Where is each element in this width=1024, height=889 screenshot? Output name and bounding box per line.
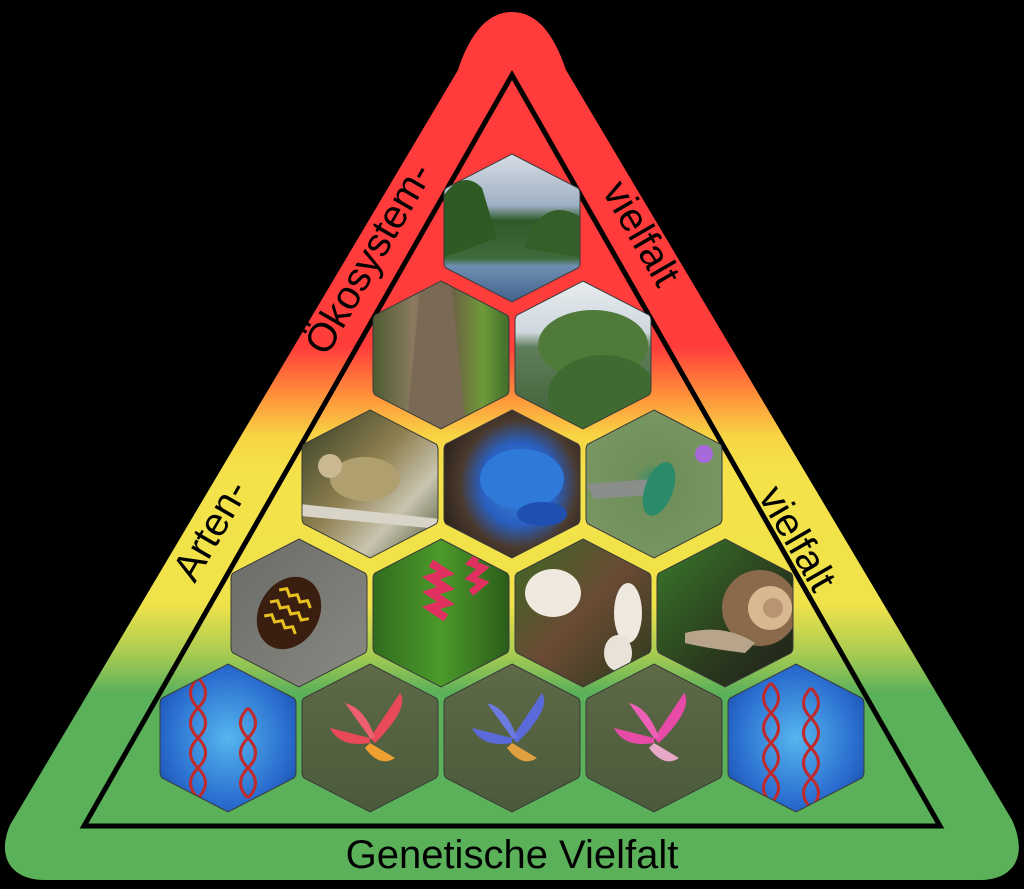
hex-river bbox=[443, 153, 581, 303]
hex-beetle bbox=[230, 538, 368, 688]
hex-frog bbox=[443, 409, 581, 559]
hex-dna-right bbox=[727, 663, 865, 813]
hex-monkey bbox=[301, 409, 439, 559]
hex-tree bbox=[514, 280, 652, 430]
inner-triangle-outline bbox=[79, 69, 945, 829]
hex-lily-pink bbox=[585, 663, 723, 813]
hex-mushroom bbox=[514, 538, 652, 688]
label-genetic-bottom: Genetische Vielfalt bbox=[346, 833, 679, 877]
hex-snail bbox=[656, 538, 794, 688]
hex-lily-red bbox=[301, 663, 439, 813]
hex-hummingbird bbox=[585, 409, 723, 559]
hex-heliconia bbox=[372, 538, 510, 688]
hex-tree-trunk bbox=[372, 280, 510, 430]
hex-lily-blue bbox=[443, 663, 581, 813]
hex-dna-left bbox=[159, 663, 297, 813]
